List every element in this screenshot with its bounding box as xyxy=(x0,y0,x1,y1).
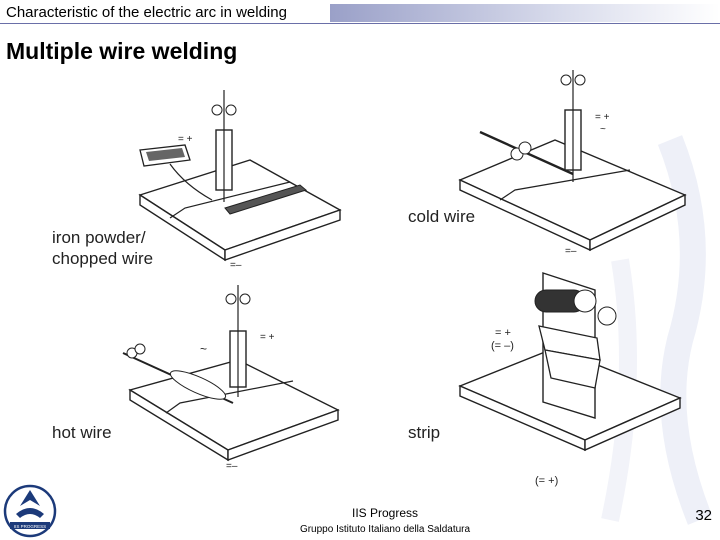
strip-bottom-symbol: (= +) xyxy=(535,475,558,487)
strip-current-symbol-1: = + xyxy=(495,327,511,339)
cold-wire-label: cold wire xyxy=(408,207,476,226)
slide-title: Multiple wire welding xyxy=(6,38,238,64)
iron-powder-label-line1: iron powder/ xyxy=(52,228,146,247)
footer-org: IIS Progress xyxy=(351,506,419,520)
strip-diagram: = + (= –) (= +) xyxy=(458,272,682,487)
cold-wire-diagram: = + ~ =– xyxy=(458,70,687,257)
hot-wire-current-symbol: = + xyxy=(260,332,275,343)
iron-powder-diagram: = + =– xyxy=(138,90,342,270)
hot-wire-diagram: = + ~ =– xyxy=(122,285,340,472)
iron-powder-label: iron powder/ chopped wire xyxy=(52,227,153,269)
iron-powder-bottom-symbol: =– xyxy=(230,260,242,270)
hot-wire-label: hot wire xyxy=(52,423,112,442)
iron-powder-current-symbol: = + xyxy=(178,134,193,145)
hot-wire-tilde-symbol: ~ xyxy=(200,342,207,356)
cold-wire-bottom-symbol: =– xyxy=(565,246,577,257)
strip-current-symbol-2: (= –) xyxy=(491,340,514,352)
cold-wire-tilde-symbol: ~ xyxy=(600,124,606,135)
cold-wire-current-symbol: = + xyxy=(595,112,610,123)
logo-text: IIS PROGRESS xyxy=(14,524,46,529)
header-bar xyxy=(0,0,720,24)
iis-progress-logo: IIS PROGRESS xyxy=(3,484,57,538)
footer-subtitle: Gruppo Istituto Italiano della Saldatura xyxy=(299,524,471,535)
strip-label: strip xyxy=(408,423,441,442)
header-gradient xyxy=(330,4,720,22)
hot-wire-bottom-symbol: =– xyxy=(226,461,238,472)
header-title: Characteristic of the electric arc in we… xyxy=(6,4,287,21)
header-rule xyxy=(0,23,720,24)
footer-center: IIS Progress Gruppo Istituto Italiano de… xyxy=(250,506,520,535)
iron-powder-label-line2: chopped wire xyxy=(52,249,154,268)
page-number: 32 xyxy=(695,507,712,524)
